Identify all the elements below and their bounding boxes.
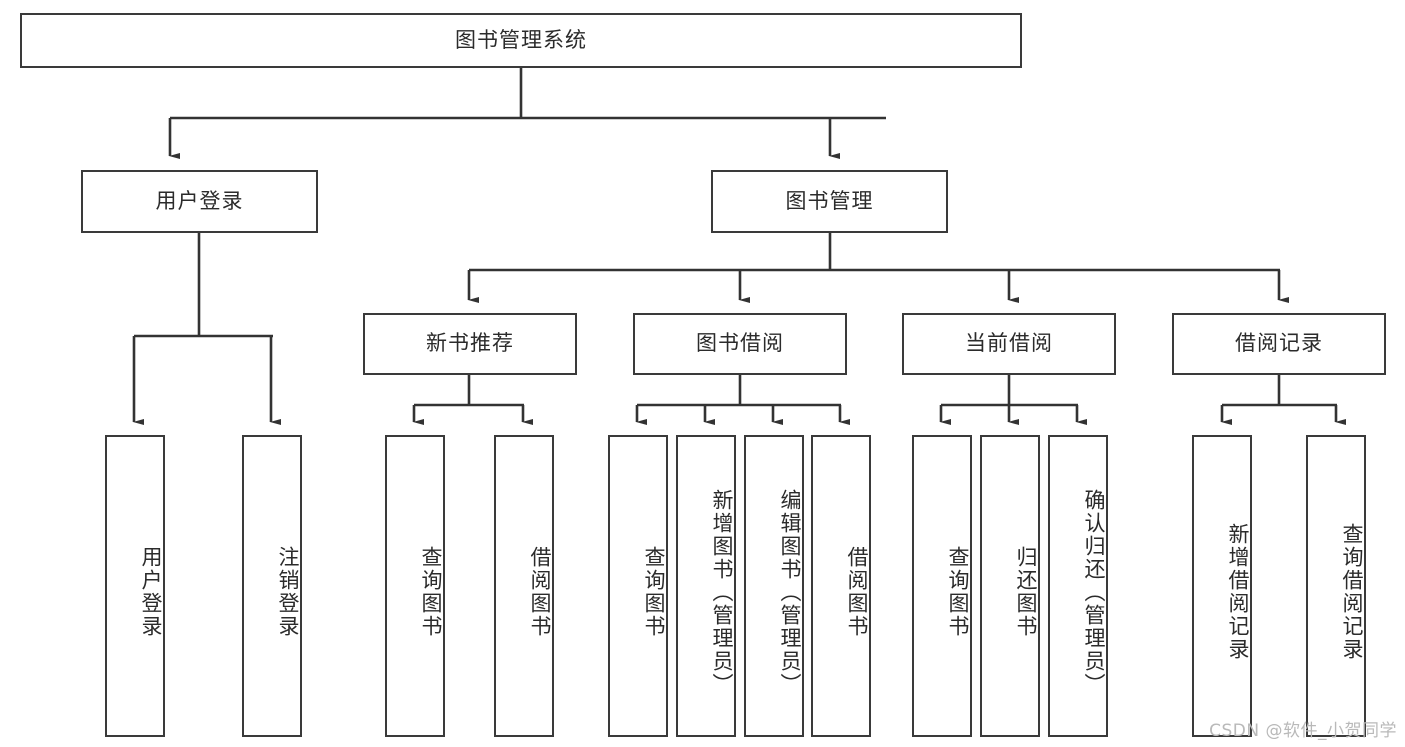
node-current-borrow[interactable]: 当前借阅 <box>902 313 1116 375</box>
node-root[interactable]: 图书管理系统 <box>20 13 1022 68</box>
node-leaf-query-book-1[interactable]: 查询图书 <box>385 435 445 737</box>
node-leaf-query-book-2-label: 查询图书 <box>642 546 666 638</box>
node-current-borrow-label: 当前借阅 <box>965 331 1053 356</box>
node-leaf-return-book-label: 归还图书 <box>1014 546 1038 638</box>
node-leaf-user-login[interactable]: 用户登录 <box>105 435 165 737</box>
node-leaf-confirm-return[interactable]: 确认归还（管理员） <box>1048 435 1108 737</box>
node-book-manage[interactable]: 图书管理 <box>711 170 948 233</box>
node-book-borrow-label: 图书借阅 <box>696 331 784 356</box>
node-leaf-borrow-book-1-label: 借阅图书 <box>528 546 552 638</box>
node-leaf-query-book-3[interactable]: 查询图书 <box>912 435 972 737</box>
node-book-borrow[interactable]: 图书借阅 <box>633 313 847 375</box>
node-leaf-confirm-return-label: 确认归还（管理员） <box>1082 488 1106 696</box>
node-leaf-add-record[interactable]: 新增借阅记录 <box>1192 435 1252 737</box>
csdn-watermark: CSDN @软件_小贺同学 <box>1209 721 1397 741</box>
node-leaf-add-book-label: 新增图书（管理员） <box>710 488 734 696</box>
node-leaf-query-record-label: 查询借阅记录 <box>1340 523 1364 661</box>
node-root-label: 图书管理系统 <box>455 27 587 52</box>
node-leaf-borrow-book-2[interactable]: 借阅图书 <box>811 435 871 737</box>
node-borrow-record-label: 借阅记录 <box>1235 331 1323 356</box>
node-leaf-query-record[interactable]: 查询借阅记录 <box>1306 435 1366 737</box>
node-leaf-borrow-book-1[interactable]: 借阅图书 <box>494 435 554 737</box>
node-leaf-logout-login-label: 注销登录 <box>276 546 300 638</box>
node-new-book-rec[interactable]: 新书推荐 <box>363 313 577 375</box>
node-leaf-query-book-3-label: 查询图书 <box>946 546 970 638</box>
node-leaf-edit-book[interactable]: 编辑图书（管理员） <box>744 435 804 737</box>
node-user-login[interactable]: 用户登录 <box>81 170 318 233</box>
node-leaf-return-book[interactable]: 归还图书 <box>980 435 1040 737</box>
node-leaf-borrow-book-2-label: 借阅图书 <box>845 546 869 638</box>
node-leaf-query-book-2[interactable]: 查询图书 <box>608 435 668 737</box>
node-leaf-add-book[interactable]: 新增图书（管理员） <box>676 435 736 737</box>
node-borrow-record[interactable]: 借阅记录 <box>1172 313 1386 375</box>
node-leaf-user-login-label: 用户登录 <box>139 546 163 638</box>
node-new-book-rec-label: 新书推荐 <box>426 331 514 356</box>
node-leaf-edit-book-label: 编辑图书（管理员） <box>778 488 802 696</box>
node-leaf-query-book-1-label: 查询图书 <box>419 546 443 638</box>
node-book-manage-label: 图书管理 <box>785 188 874 213</box>
node-user-login-label: 用户登录 <box>155 188 244 213</box>
node-leaf-add-record-label: 新增借阅记录 <box>1226 523 1250 661</box>
node-leaf-logout-login[interactable]: 注销登录 <box>242 435 302 737</box>
